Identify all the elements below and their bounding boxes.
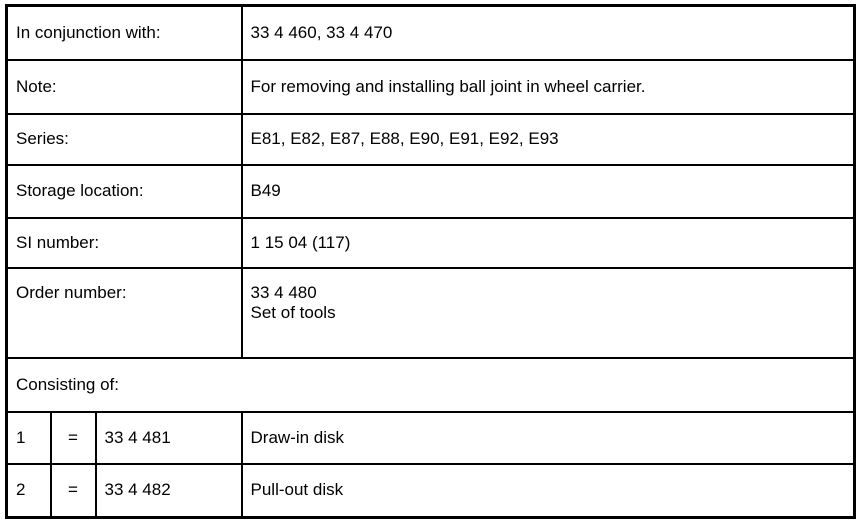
label-note: Note:: [5, 58, 243, 115]
row-consisting: Consisting of:: [5, 356, 856, 413]
value-note: For removing and installing ball joint i…: [240, 58, 856, 115]
row-note: Note: For removing and installing ball j…: [5, 58, 856, 115]
label-consisting: Consisting of:: [5, 356, 856, 413]
part-index: 2: [5, 462, 52, 519]
row-conjunction: In conjunction with: 33 4 460, 33 4 470: [5, 4, 856, 61]
part-equals: =: [49, 462, 97, 519]
part-index: 1: [5, 410, 52, 465]
row-order-number: Order number: 33 4 480 Set of tools: [5, 266, 856, 359]
value-storage: B49: [240, 163, 856, 219]
order-number: 33 4 480: [250, 282, 317, 302]
row-series: Series: E81, E82, E87, E88, E90, E91, E9…: [5, 112, 856, 166]
value-order-number: 33 4 480 Set of tools: [240, 266, 856, 359]
value-si-number: 1 15 04 (117): [240, 216, 856, 269]
label-series: Series:: [5, 112, 243, 166]
label-conjunction: In conjunction with:: [5, 4, 243, 61]
tool-info-table: In conjunction with: 33 4 460, 33 4 470 …: [5, 4, 856, 519]
row-storage: Storage location: B49: [5, 163, 856, 219]
part-name: Draw-in disk: [240, 410, 856, 465]
order-description: Set of tools: [250, 302, 336, 322]
part-row: 2 = 33 4 482 Pull-out disk: [5, 462, 856, 519]
label-order-number: Order number:: [5, 266, 243, 359]
value-series: E81, E82, E87, E88, E90, E91, E92, E93: [240, 112, 856, 166]
part-number: 33 4 481: [94, 410, 243, 465]
part-row: 1 = 33 4 481 Draw-in disk: [5, 410, 856, 465]
part-name: Pull-out disk: [240, 462, 856, 519]
part-equals: =: [49, 410, 97, 465]
value-conjunction: 33 4 460, 33 4 470: [240, 4, 856, 61]
label-si-number: SI number:: [5, 216, 243, 269]
part-number: 33 4 482: [94, 462, 243, 519]
label-storage: Storage location:: [5, 163, 243, 219]
row-si-number: SI number: 1 15 04 (117): [5, 216, 856, 269]
